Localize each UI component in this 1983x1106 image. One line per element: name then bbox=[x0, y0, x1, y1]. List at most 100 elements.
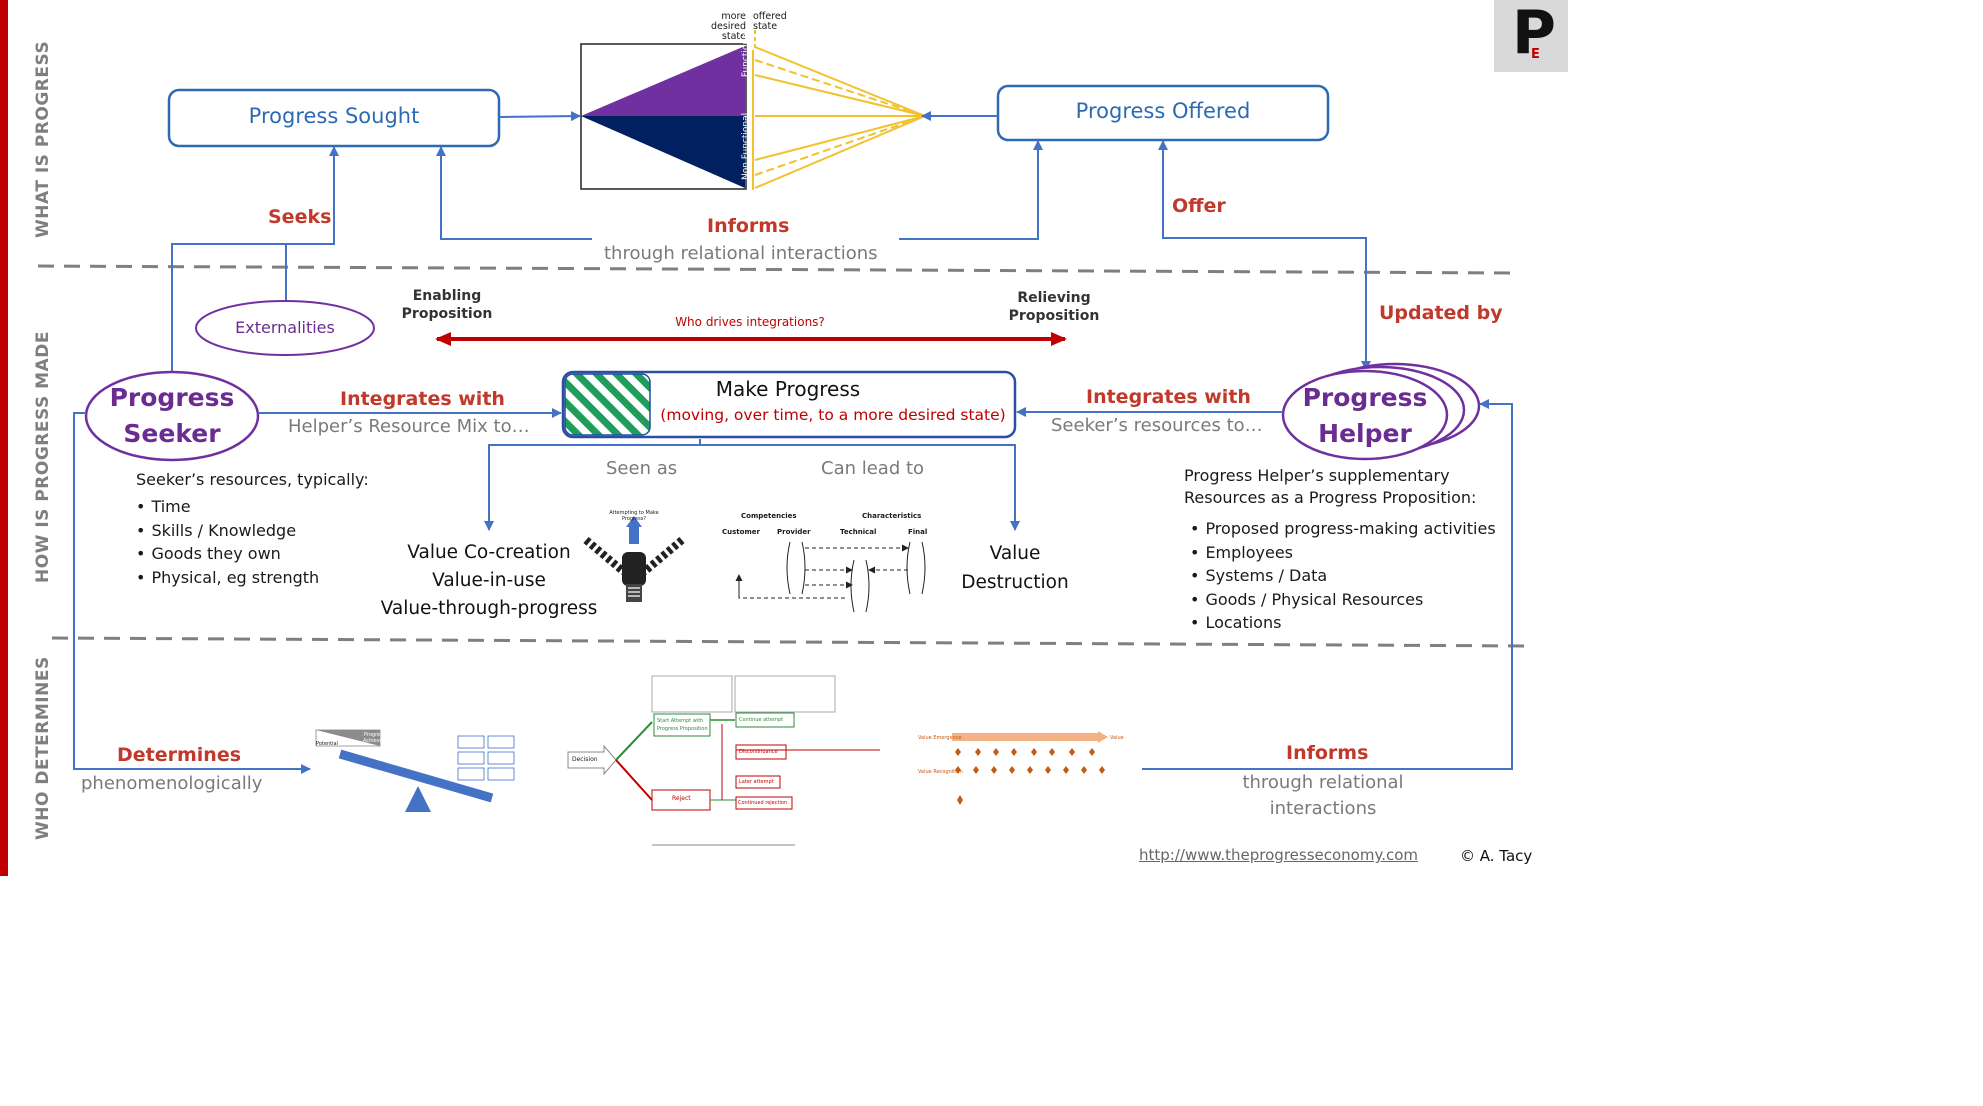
value-diamond bbox=[955, 748, 961, 756]
sought-to-graphic-arrow bbox=[498, 111, 581, 122]
value-diamond bbox=[1069, 748, 1075, 756]
decision-label: Decision bbox=[572, 756, 598, 763]
through-relational-top: through relational interactions bbox=[604, 243, 878, 264]
seesaw-potential: Potential bbox=[316, 741, 338, 747]
matrix-characteristics: Characteristics bbox=[862, 512, 922, 520]
left-red-bar bbox=[0, 0, 8, 876]
progress-helper-ellipse bbox=[1281, 369, 1449, 461]
helper-resources-title: Progress Helper’s supplementary Resource… bbox=[1184, 466, 1477, 507]
value-diamond bbox=[1049, 748, 1055, 756]
make-progress-hatch bbox=[564, 373, 651, 436]
more-desired-state-label: more desired state bbox=[710, 11, 746, 42]
discontinuance-label: Discontinuance bbox=[739, 749, 778, 755]
value-cocreation-label: Value Co-creation Value-in-use Value-thr… bbox=[380, 542, 598, 619]
value-diamond bbox=[973, 766, 979, 774]
informs-bottom-label: Informs bbox=[1286, 742, 1369, 764]
seesaw-progress: Progress bbox=[364, 732, 386, 738]
pe-logo: P E bbox=[1494, 0, 1568, 72]
seesaw-icon bbox=[315, 729, 494, 812]
continue-attempt-label: Continue attempt bbox=[739, 717, 784, 723]
updated-by-label: Updated by bbox=[1379, 302, 1503, 324]
functional-triangle bbox=[581, 46, 745, 116]
helper-resource-mix-label: Helper’s Resource Mix to… bbox=[288, 416, 530, 437]
make-progress-title: Make Progress bbox=[715, 377, 861, 401]
seeker-resources-title: Seeker’s resources, typically: bbox=[136, 470, 369, 489]
seen-as-connector bbox=[484, 439, 701, 531]
value-diamond bbox=[993, 748, 999, 756]
value-diamond bbox=[1099, 766, 1105, 774]
value-diamond bbox=[1045, 766, 1051, 774]
matrix-competencies: Competencies bbox=[741, 512, 797, 520]
website-link[interactable]: http://www.theprogresseconomy.com bbox=[1139, 846, 1419, 864]
matrix-diagram bbox=[735, 541, 926, 613]
through-relational-bottom: through relational interactions bbox=[1242, 772, 1404, 819]
seen-as-label: Seen as bbox=[606, 458, 678, 479]
logo-sub: E bbox=[1531, 47, 1540, 62]
value-diamond bbox=[957, 795, 963, 805]
logo-letter: P bbox=[1512, 0, 1556, 68]
separator-top bbox=[37, 264, 1521, 275]
value-destruction-label: Value Destruction bbox=[961, 543, 1069, 593]
value-diamond bbox=[955, 766, 961, 774]
informs-connector-right bbox=[899, 140, 1039, 240]
seeker-resources-list: TimeSkills / KnowledgeGoods they ownPhys… bbox=[136, 495, 319, 589]
value-diamond bbox=[1027, 766, 1033, 774]
informs-top-label: Informs bbox=[707, 215, 790, 237]
functional-label: Functional bbox=[741, 30, 751, 78]
helper-resource-item: Proposed progress-making activities bbox=[1190, 517, 1495, 541]
externalities-label: Externalities bbox=[235, 318, 335, 337]
helper-resource-item: Goods / Physical Resources bbox=[1190, 588, 1496, 612]
separator-bottom bbox=[51, 636, 1531, 648]
non-functional-label: Non Functional bbox=[741, 112, 751, 180]
seeker-resource-item: Goods they own bbox=[136, 542, 319, 566]
helper-resource-item: Locations bbox=[1190, 611, 1496, 635]
can-lead-to-label: Can lead to bbox=[821, 458, 925, 479]
integrates-with-right: Integrates with bbox=[1086, 386, 1251, 408]
determines-connector bbox=[73, 412, 311, 774]
value-diamond bbox=[991, 766, 997, 774]
make-progress-subtitle: (moving, over time, to a more desired st… bbox=[660, 406, 1006, 424]
decision-flowchart bbox=[567, 675, 880, 846]
value-diamond bbox=[1009, 766, 1015, 774]
value-timeline-end-label: Value bbox=[1110, 735, 1124, 741]
matrix-provider: Provider bbox=[777, 528, 811, 536]
helper-resource-item: Employees bbox=[1190, 541, 1496, 565]
copyright-label: © A. Tacy bbox=[1460, 847, 1533, 865]
continued-rejection-label: Continued rejection bbox=[738, 800, 788, 806]
matrix-technical: Technical bbox=[840, 528, 877, 536]
helper-resource-item: Systems / Data bbox=[1190, 564, 1496, 588]
can-lead-to-connector bbox=[700, 444, 1020, 531]
matrix-customer: Customer bbox=[722, 528, 760, 536]
progress-offered-title: Progress Offered bbox=[1075, 99, 1251, 123]
seeker-resource-item: Skills / Knowledge bbox=[136, 519, 319, 543]
value-recognition-label: Value Recognition bbox=[918, 769, 963, 775]
later-attempt-label: Later attempt bbox=[739, 779, 774, 785]
resource-grid-icon bbox=[457, 735, 515, 781]
seeks-connector bbox=[171, 146, 339, 372]
zipper-icon bbox=[583, 516, 685, 602]
offer-label: Offer bbox=[1172, 195, 1226, 217]
offered-state-label: offered state bbox=[753, 11, 787, 32]
value-diamond bbox=[1031, 748, 1037, 756]
externalities-ellipse bbox=[195, 300, 375, 356]
value-emergence-label: Value Emergence bbox=[918, 735, 962, 741]
make-progress-box bbox=[561, 370, 1017, 439]
helper-resources-list: Proposed progress-making activitiesEmplo… bbox=[1190, 517, 1496, 635]
integrates-with-left: Integrates with bbox=[340, 388, 505, 410]
offered-state-lines bbox=[752, 30, 926, 190]
seeker-resources-to-label: Seeker’s resources to… bbox=[1051, 415, 1263, 436]
seeks-label: Seeks bbox=[268, 206, 332, 228]
offer-connector bbox=[1158, 140, 1367, 372]
value-timeline bbox=[952, 731, 1108, 805]
reject-label: Reject bbox=[672, 795, 691, 802]
seeker-resource-item: Time bbox=[136, 495, 319, 519]
who-drives-label: Who drives integrations? bbox=[675, 315, 825, 329]
diagram-canvas bbox=[37, 30, 1531, 846]
value-diamond bbox=[1081, 766, 1087, 774]
